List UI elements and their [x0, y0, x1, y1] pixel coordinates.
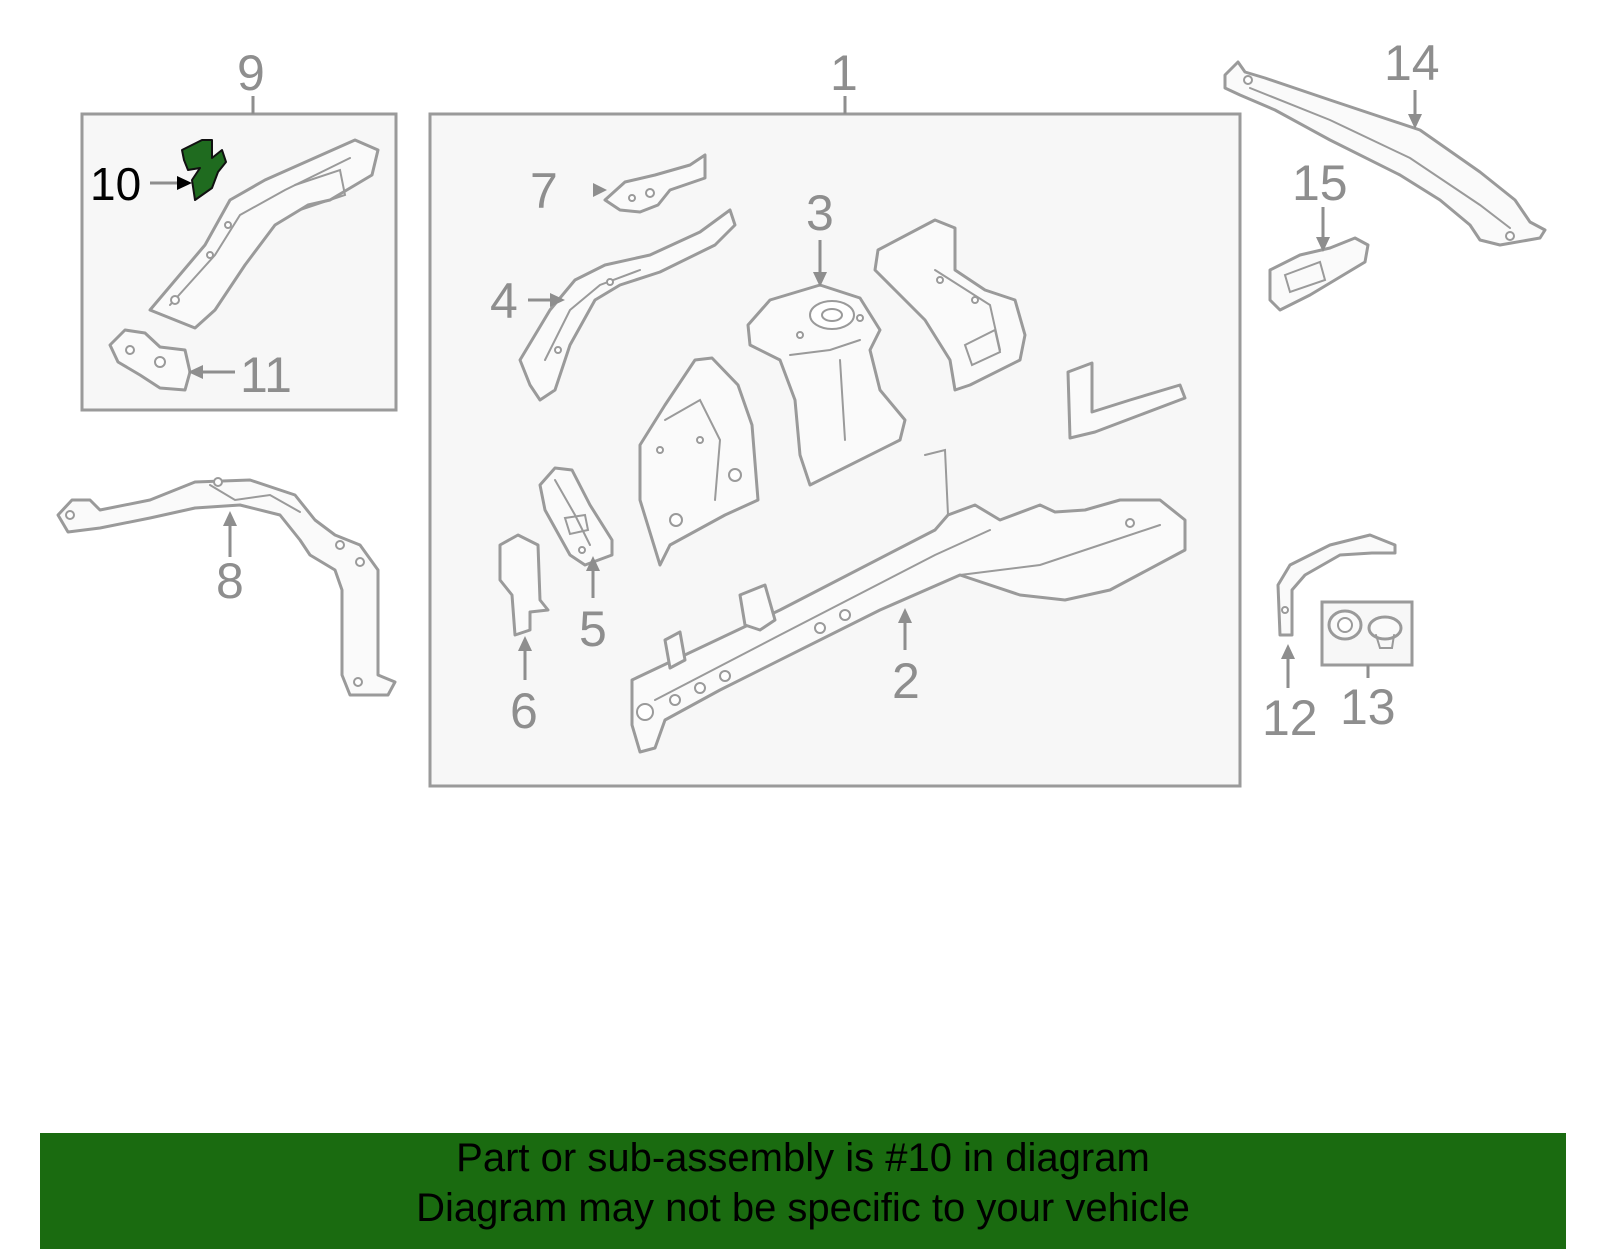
part-4-rail[interactable] — [518, 208, 737, 402]
info-banner: Part or sub-assembly is #10 in diagram D… — [40, 1133, 1566, 1249]
part-9-upper-rail[interactable] — [148, 138, 380, 330]
part-1-inner-panel[interactable] — [638, 356, 760, 567]
callout-8[interactable]: 8 — [216, 553, 244, 609]
part-15-bracket[interactable] — [1268, 236, 1370, 312]
callout-11[interactable]: 11 — [240, 347, 292, 403]
callout-15[interactable]: 15 — [1292, 155, 1348, 211]
callout-2[interactable]: 2 — [892, 653, 920, 709]
banner-line-1: Part or sub-assembly is #10 in diagram — [456, 1136, 1150, 1180]
callout-3[interactable]: 3 — [806, 185, 834, 241]
part-2-frame-rail[interactable] — [630, 448, 1187, 754]
part-12-strap[interactable] — [1276, 533, 1397, 637]
part-1-extension[interactable] — [873, 218, 1027, 392]
part-13-clips[interactable] — [1327, 609, 1403, 649]
arrow-heads — [177, 114, 1422, 659]
callout-10[interactable]: 10 — [90, 158, 141, 210]
part-8-reinforcement[interactable] — [56, 477, 397, 697]
callout-13[interactable]: 13 — [1340, 679, 1396, 735]
part-1-bracket[interactable] — [1066, 361, 1187, 440]
part-6-plate[interactable] — [498, 533, 550, 637]
callout-7[interactable]: 7 — [530, 163, 558, 219]
part-5-gusset[interactable] — [538, 466, 614, 567]
callout-6[interactable]: 6 — [510, 683, 538, 739]
callout-labels: 1 2 3 4 5 6 7 8 9 10 11 12 13 14 15 — [90, 35, 1440, 746]
callout-12[interactable]: 12 — [1262, 690, 1318, 746]
banner-line-2: Diagram may not be specific to your vehi… — [416, 1186, 1190, 1230]
part-10-bracket[interactable] — [181, 139, 227, 201]
callout-5[interactable]: 5 — [579, 601, 607, 657]
callout-14[interactable]: 14 — [1384, 35, 1440, 91]
part-3-strut-tower[interactable] — [746, 283, 907, 487]
part-7-plate[interactable] — [603, 153, 707, 214]
part-10-shape[interactable] — [181, 139, 227, 201]
callout-1[interactable]: 1 — [830, 45, 858, 101]
callout-4[interactable]: 4 — [490, 273, 518, 329]
part-14-support-bar[interactable] — [1223, 60, 1547, 247]
callout-9[interactable]: 9 — [237, 45, 265, 101]
